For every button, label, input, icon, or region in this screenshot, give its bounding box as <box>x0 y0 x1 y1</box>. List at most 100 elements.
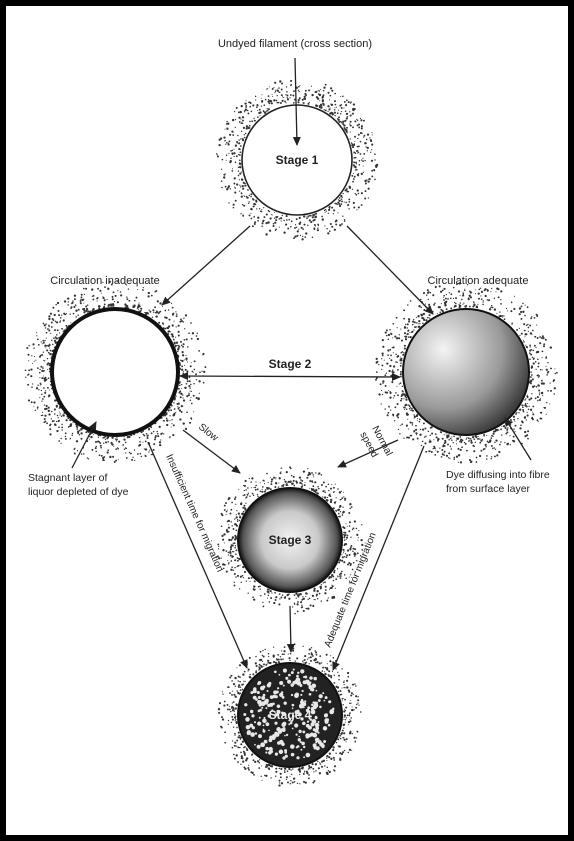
speckle-dot <box>239 159 241 161</box>
speckle-dot <box>166 424 168 426</box>
speckle-dot <box>527 438 529 440</box>
speckle-dot <box>527 412 528 413</box>
speckle-dot <box>57 302 59 304</box>
speckle-dot <box>185 428 187 430</box>
speckle-dot <box>143 434 144 435</box>
speckle-dot <box>179 407 180 408</box>
speckle-dot <box>253 495 254 496</box>
speckle-dot <box>361 173 363 175</box>
speckle-dot <box>455 305 456 306</box>
speckle-dot <box>241 105 243 107</box>
speckle-dot <box>115 295 117 297</box>
speckle-dot <box>232 551 233 552</box>
speckle-dot <box>89 439 90 440</box>
speckle-dot <box>77 314 79 316</box>
speckle-dot <box>388 370 390 372</box>
speckle-dot <box>292 606 293 607</box>
speckle-dot <box>306 661 308 663</box>
speckle-dot <box>397 327 398 328</box>
speckle-dot <box>541 357 542 358</box>
speckle-dot <box>434 454 436 456</box>
speckle-dot <box>73 313 75 315</box>
speckle-dot <box>55 338 56 339</box>
speckle-dot <box>41 415 42 416</box>
speckle-dot <box>46 338 47 339</box>
speckle-dot <box>232 569 233 570</box>
speckle-dot <box>347 116 349 118</box>
speckle-dot <box>262 487 263 488</box>
speckle-dot <box>343 681 345 683</box>
speckle-dot <box>343 687 344 688</box>
stagnant-label-line1: Stagnant layer of <box>28 472 107 484</box>
speckle-dot <box>410 407 411 408</box>
speckle-dot <box>133 304 135 306</box>
speckle-dot <box>352 733 353 734</box>
speckle-dot <box>156 312 158 314</box>
speckle-dot <box>312 655 314 657</box>
speckle-dot <box>532 357 533 358</box>
speckle-dot <box>90 436 92 438</box>
speckle-dot <box>313 486 314 487</box>
speckle-dot <box>466 438 467 439</box>
speckle-dot <box>273 602 275 604</box>
speckle-dot <box>187 380 189 382</box>
speckle-dot <box>70 424 71 425</box>
speckle-dot <box>468 440 469 441</box>
speckle-dot <box>245 759 247 761</box>
speckle-dot <box>105 441 107 443</box>
mottle-dot <box>311 710 316 715</box>
speckle-dot <box>495 449 496 450</box>
speckle-dot <box>488 299 490 301</box>
speckle-dot <box>424 309 425 310</box>
arrow-stage1-to-inadequate <box>162 226 250 305</box>
speckle-dot <box>279 92 280 93</box>
mottle-dot <box>261 707 263 709</box>
speckle-dot <box>353 207 355 209</box>
speckle-dot <box>265 489 267 491</box>
speckle-dot <box>100 447 102 449</box>
speckle-dot <box>230 160 232 162</box>
speckle-dot <box>319 772 321 774</box>
speckle-dot <box>524 330 526 332</box>
speckle-dot <box>126 457 128 459</box>
speckle-dot <box>227 704 229 706</box>
speckle-dot <box>524 404 526 406</box>
speckle-dot <box>249 478 250 479</box>
speckle-dot <box>365 190 367 192</box>
speckle-dot <box>443 295 445 297</box>
speckle-dot <box>547 362 548 363</box>
speckle-dot <box>479 289 481 291</box>
speckle-dot <box>541 337 543 339</box>
speckle-dot <box>536 314 538 316</box>
speckle-dot <box>288 657 290 659</box>
speckle-dot <box>476 461 478 463</box>
speckle-dot <box>441 449 443 451</box>
speckle-dot <box>350 549 351 550</box>
speckle-dot <box>299 783 300 784</box>
speckle-dot <box>528 331 529 332</box>
speckle-dot <box>115 438 116 439</box>
speckle-dot <box>262 661 263 662</box>
speckle-dot <box>352 126 354 128</box>
speckle-dot <box>545 339 547 341</box>
speckle-dot <box>227 560 228 561</box>
speckle-dot <box>334 107 335 108</box>
mottle-dot <box>301 699 303 701</box>
speckle-dot <box>364 197 366 199</box>
speckle-dot <box>270 590 272 592</box>
speckle-dot <box>165 317 167 319</box>
speckle-dot <box>350 731 352 733</box>
speckle-dot <box>403 354 404 355</box>
speckle-dot <box>107 299 108 300</box>
speckle-dot <box>340 690 342 692</box>
speckle-dot <box>536 386 538 388</box>
speckle-dot <box>412 438 414 440</box>
speckle-dot <box>95 451 97 453</box>
speckle-dot <box>225 144 226 145</box>
speckle-dot <box>396 337 398 339</box>
speckle-dot <box>34 361 35 362</box>
speckle-dot <box>422 428 424 430</box>
speckle-dot <box>262 602 263 603</box>
speckle-dot <box>535 369 536 370</box>
speckle-dot <box>154 306 156 308</box>
